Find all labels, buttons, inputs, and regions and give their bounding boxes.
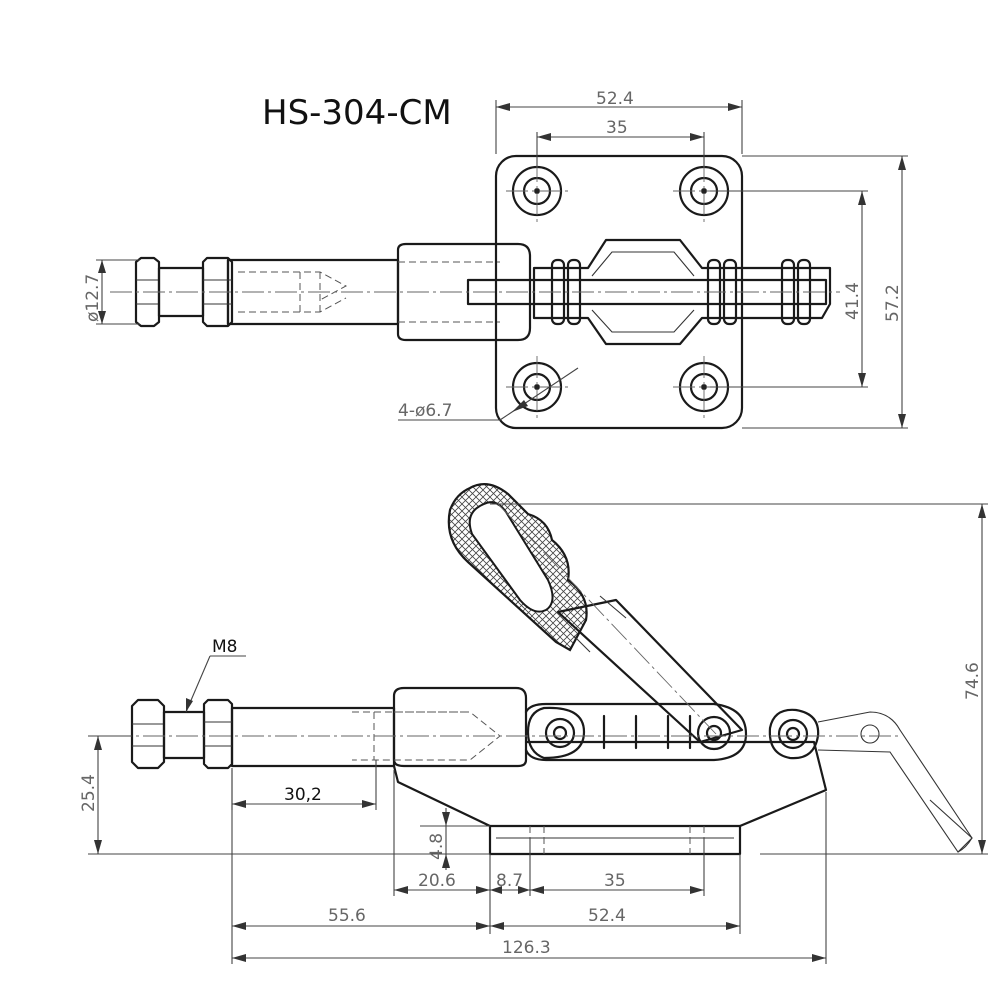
base-block (392, 740, 828, 828)
side-linkage-bar (524, 702, 748, 762)
thread-callout: M8 (212, 637, 237, 657)
side-plunger-rod (230, 706, 396, 768)
phantom-handle (817, 711, 973, 853)
dim-thread-length: 30,2 (284, 785, 322, 805)
handle-grip-inner (468, 501, 554, 613)
dim-side-hole-spacing: 35 (604, 871, 626, 891)
mounting-holes (511, 165, 730, 413)
dim-hole-spacing-y: 41.4 (843, 282, 863, 320)
dim-base-length: 52.4 (588, 906, 626, 926)
side-base-plate (488, 824, 742, 856)
side-hex-nut-end (130, 698, 166, 770)
rear-link (768, 708, 820, 760)
dim-reach: 55.6 (328, 906, 366, 926)
side-body (392, 686, 528, 768)
dim-offset-a: 20.6 (418, 871, 456, 891)
hex-nut-end (134, 256, 161, 328)
dim-shaft-diameter: ø12.7 (83, 274, 103, 322)
hex-nut-lock (201, 256, 234, 328)
drawing-title: HS-304-CM (262, 93, 452, 133)
handle-arm (556, 598, 744, 744)
top-view: 52.4 35 41.4 57.2 ø12.7 4-ø6.7 (83, 89, 908, 430)
dim-axis-height: 25.4 (79, 774, 99, 812)
dim-plate-height: 57.2 (883, 284, 903, 322)
dim-plate-width: 52.4 (596, 89, 634, 109)
clamp-body (396, 242, 532, 342)
dim-offset-b: 8.7 (496, 871, 523, 891)
dim-base-thickness: 4.8 (427, 833, 447, 860)
holes-callout: 4-ø6.7 (398, 401, 452, 421)
side-hex-nut-lock (202, 698, 234, 770)
side-view: 74.6 25.4 M8 30,2 4.8 20.6 8.7 35 (79, 483, 988, 964)
side-threaded-stud (162, 710, 206, 760)
front-pivot (526, 706, 586, 760)
dim-overall-length: 126.3 (502, 938, 551, 958)
linkage-frame (532, 238, 832, 346)
dim-overall-height: 74.6 (963, 662, 983, 700)
dim-hole-spacing-x: 35 (606, 118, 628, 138)
